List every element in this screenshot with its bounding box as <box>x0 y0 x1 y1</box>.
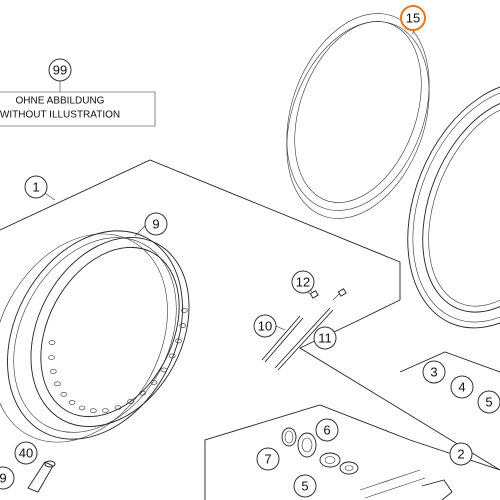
wheel-rim <box>0 230 190 443</box>
bearing-left <box>297 432 317 458</box>
spacer-group-frame <box>399 351 500 373</box>
svg-text:3: 3 <box>430 365 437 380</box>
leader-lines <box>35 23 421 331</box>
spoke-hole <box>48 340 56 345</box>
spoke-hole <box>68 400 76 405</box>
callout-39: 9 <box>0 466 15 490</box>
callout-10: 10 <box>253 314 277 338</box>
svg-text:7: 7 <box>264 452 271 467</box>
spoke-hole <box>49 369 57 374</box>
spoke-hole <box>168 353 176 359</box>
callout-9: 9 <box>144 212 168 236</box>
bearing-right <box>319 452 341 468</box>
spoke-hole <box>179 323 186 328</box>
callout-99: 99 <box>48 58 72 82</box>
spoke-hole <box>127 399 134 404</box>
spoke-hole <box>175 338 182 344</box>
svg-text:99: 99 <box>53 63 67 78</box>
callout-3: 3 <box>422 360 446 384</box>
spoke-hole <box>102 408 109 413</box>
spoke-hole <box>48 355 55 360</box>
spoke-hole <box>78 405 86 411</box>
callout-15: 15 <box>400 5 426 31</box>
spoke-hole <box>150 380 158 385</box>
tire <box>407 81 500 329</box>
svg-text:9: 9 <box>0 471 7 486</box>
valve <box>27 460 56 493</box>
svg-text:1: 1 <box>32 180 39 195</box>
bearing-spacer <box>281 427 297 447</box>
axle <box>359 469 453 500</box>
hub-seal <box>339 461 359 475</box>
callout-5-lower: 5 <box>293 474 317 498</box>
callout-11: 11 <box>313 326 337 350</box>
svg-text:5: 5 <box>301 479 308 494</box>
callout-2: 2 <box>449 442 473 466</box>
svg-text:9: 9 <box>152 217 159 232</box>
svg-text:15: 15 <box>406 11 420 26</box>
hub-group-frame <box>204 404 500 500</box>
spoke-hole <box>160 367 168 373</box>
note-line-1: OHNE ABBILDUNG <box>16 96 105 107</box>
callout-12: 12 <box>291 270 315 294</box>
spoke-hole <box>139 390 146 396</box>
svg-text:2: 2 <box>457 447 464 462</box>
spoke-holes <box>48 308 188 414</box>
rim-group-frame <box>0 159 500 471</box>
spoke-11 <box>274 307 334 371</box>
spoke-hole <box>181 308 188 313</box>
svg-text:10: 10 <box>258 319 272 334</box>
note-box <box>0 91 156 127</box>
spoke-hole <box>114 405 122 410</box>
svg-text:12: 12 <box>296 275 310 290</box>
spoke-hole <box>90 408 97 414</box>
spoke-hole <box>60 391 68 397</box>
svg-text:11: 11 <box>318 331 332 346</box>
rim-band <box>286 13 430 219</box>
callout-7: 7 <box>256 447 280 471</box>
svg-text:40: 40 <box>19 446 33 461</box>
svg-text:4: 4 <box>458 380 465 395</box>
note-line-2: WITHOUT ILLUSTRATION <box>0 110 120 121</box>
callout-40: 40 <box>14 441 38 465</box>
svg-text:5: 5 <box>485 395 492 410</box>
callout-6: 6 <box>315 418 339 442</box>
callout-4: 4 <box>450 375 474 399</box>
callout-1: 1 <box>24 175 48 199</box>
spoke-hole <box>54 381 61 387</box>
spoke-10 <box>261 315 304 363</box>
callout-5-upper: 5 <box>477 390 500 414</box>
svg-text:6: 6 <box>323 423 330 438</box>
